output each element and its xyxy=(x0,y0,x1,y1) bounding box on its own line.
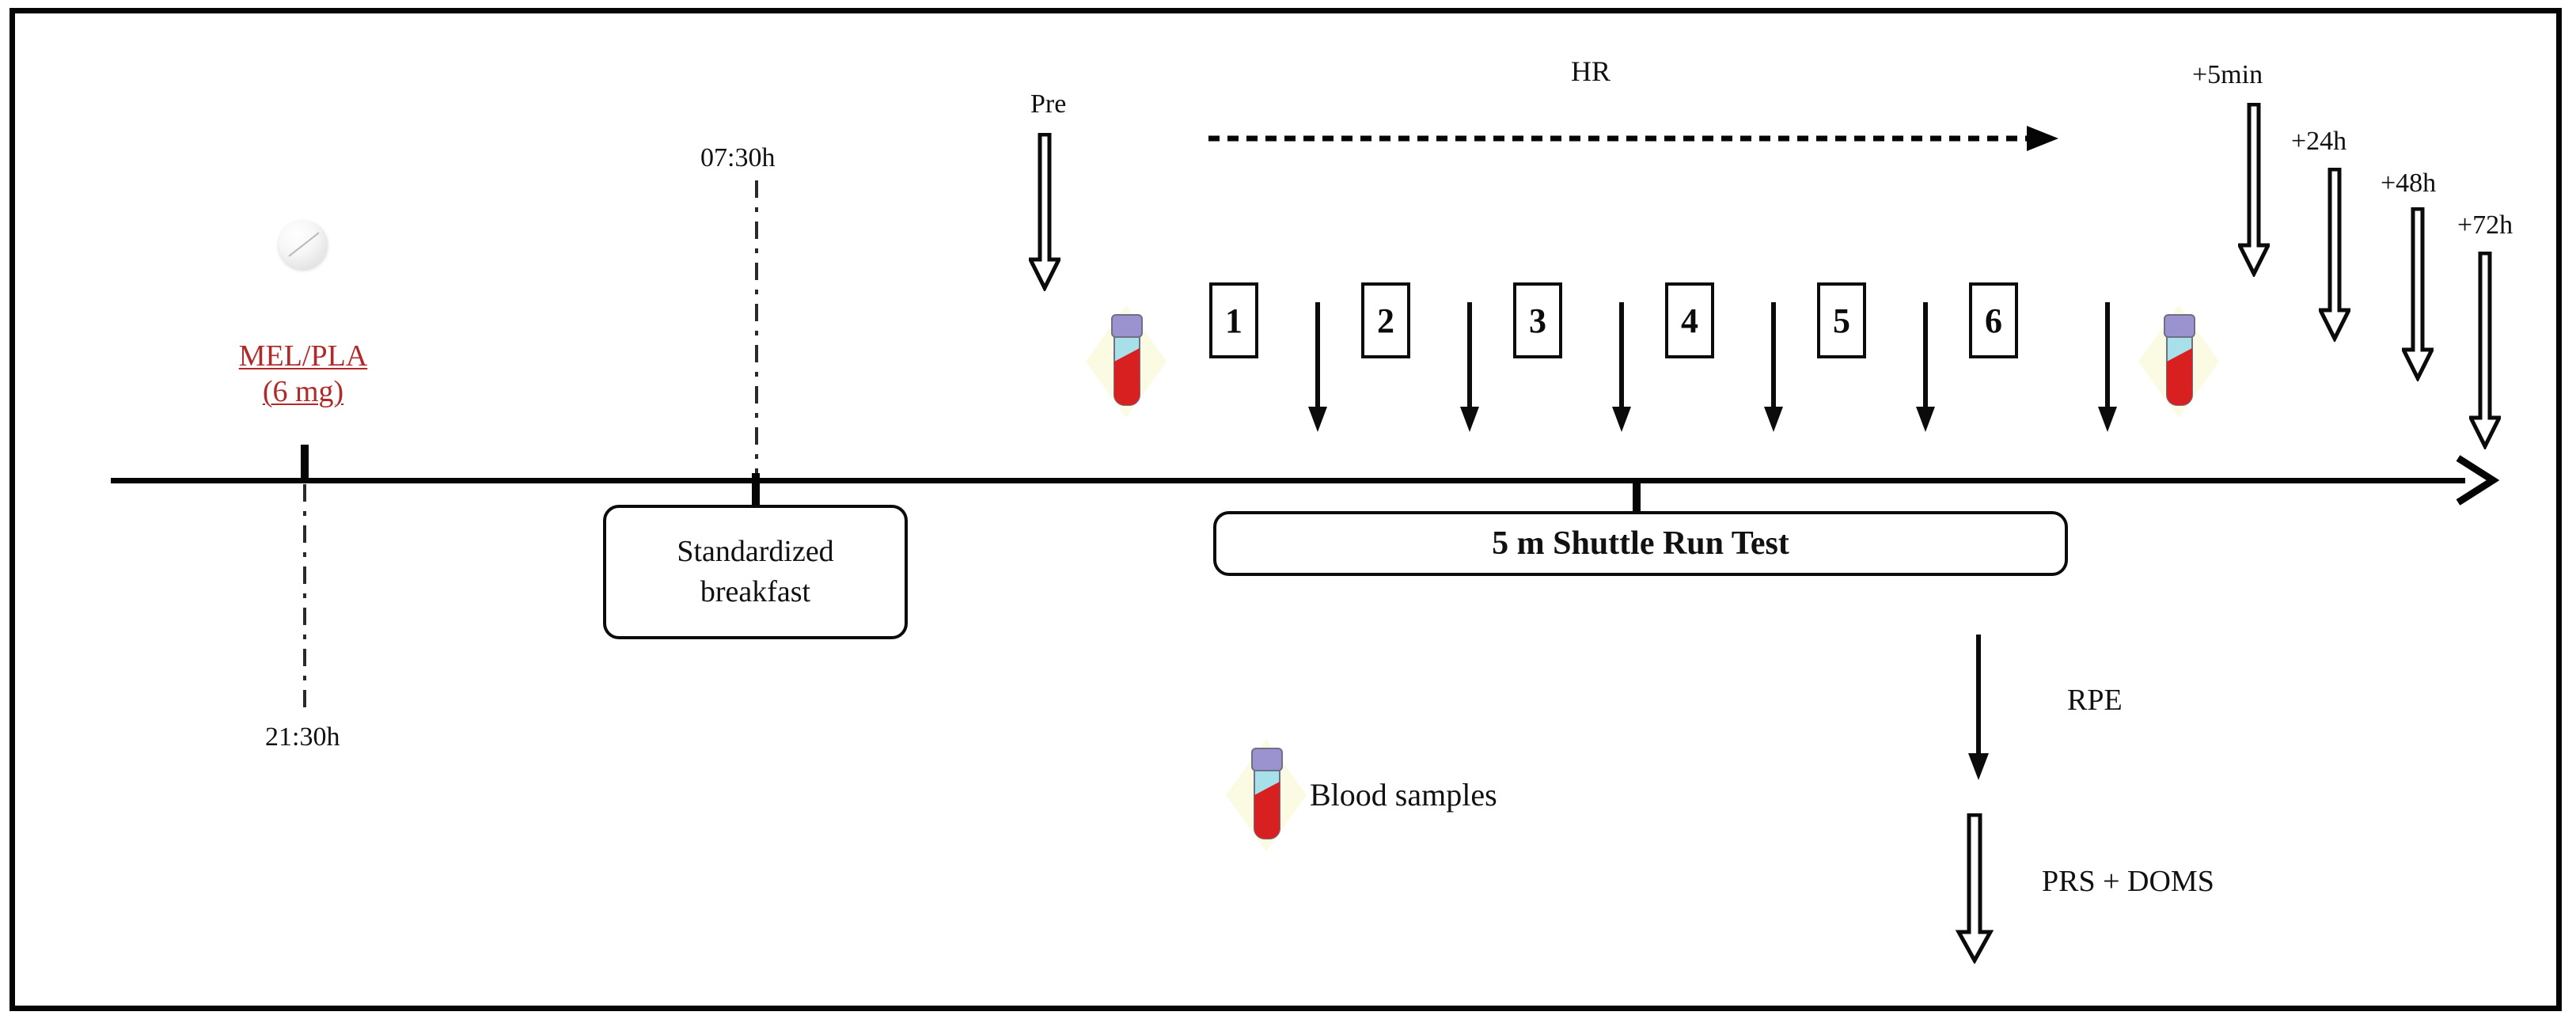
timeline-axis xyxy=(111,478,2465,483)
breakfast-tick xyxy=(752,473,760,505)
shuttle-run-test-box: 5 m Shuttle Run Test xyxy=(1213,511,2068,576)
breakfast-box-line2: breakfast xyxy=(700,575,811,608)
timepoint-hollow-arrow-72h xyxy=(2469,252,2501,449)
supplement-tick xyxy=(301,445,309,481)
rpe-down-arrow xyxy=(1968,635,1989,780)
breakfast-box-line1: Standardized xyxy=(677,534,834,568)
shuttle-set-box-4: 4 xyxy=(1665,282,1714,358)
supplement-time-label: 21:30h xyxy=(265,722,340,752)
shuttle-down-arrow-3 xyxy=(1612,302,1631,432)
blood-tube-icon xyxy=(2138,305,2219,418)
timepoint-hollow-arrow-24h xyxy=(2319,168,2350,342)
pre-hollow-down-arrow xyxy=(1029,133,1060,291)
shuttle-down-arrow-2 xyxy=(1460,302,1479,432)
shuttle-down-arrow-5 xyxy=(1916,302,1935,432)
shuttle-down-arrow-6 xyxy=(2098,302,2117,432)
shuttle-test-tick xyxy=(1633,478,1641,513)
timepoint-hollow-arrow-48h xyxy=(2402,207,2434,381)
shuttle-down-arrow-4 xyxy=(1764,302,1783,432)
supplement-label-line2: (6 mg) xyxy=(262,374,344,408)
supplement-label-line1: MEL/PLA xyxy=(238,339,368,373)
timepoint-label-5min: +5min xyxy=(2192,60,2263,89)
hr-dashed-arrow xyxy=(1208,126,2058,151)
shuttle-set-box-6: 6 xyxy=(1969,282,2018,358)
shuttle-set-box-1: 1 xyxy=(1209,282,1258,358)
timepoint-hollow-arrow-5min xyxy=(2238,103,2270,277)
pre-label: Pre xyxy=(1030,89,1067,119)
timepoint-label-48h: +48h xyxy=(2381,169,2437,198)
legend-label: Blood samples xyxy=(1310,777,1497,813)
supplement-dashdot-line xyxy=(303,484,306,714)
rpe-label: RPE xyxy=(2067,684,2123,717)
timepoint-label-72h: +72h xyxy=(2457,210,2513,240)
shuttle-set-box-5: 5 xyxy=(1817,282,1866,358)
pill-icon xyxy=(279,220,328,269)
figure-border xyxy=(9,8,2562,1011)
legend-blood-tube-icon xyxy=(1226,739,1307,851)
prs-doms-hollow-arrow xyxy=(1955,813,1994,964)
shuttle-down-arrow-1 xyxy=(1308,302,1327,432)
hr-label: HR xyxy=(1571,55,1611,87)
shuttle-set-box-3: 3 xyxy=(1513,282,1562,358)
blood-tube-icon xyxy=(1086,305,1167,418)
prs-doms-label: PRS + DOMS xyxy=(2042,865,2214,898)
breakfast-dashdot-line xyxy=(755,180,758,475)
shuttle-set-box-2: 2 xyxy=(1361,282,1410,358)
timepoint-label-24h: +24h xyxy=(2291,127,2347,156)
timeline-arrowhead xyxy=(2456,455,2500,506)
supplement-label: MEL/PLA (6 mg) xyxy=(198,339,408,410)
breakfast-time-label: 07:30h xyxy=(700,143,776,172)
breakfast-box: Standardized breakfast xyxy=(603,505,908,639)
